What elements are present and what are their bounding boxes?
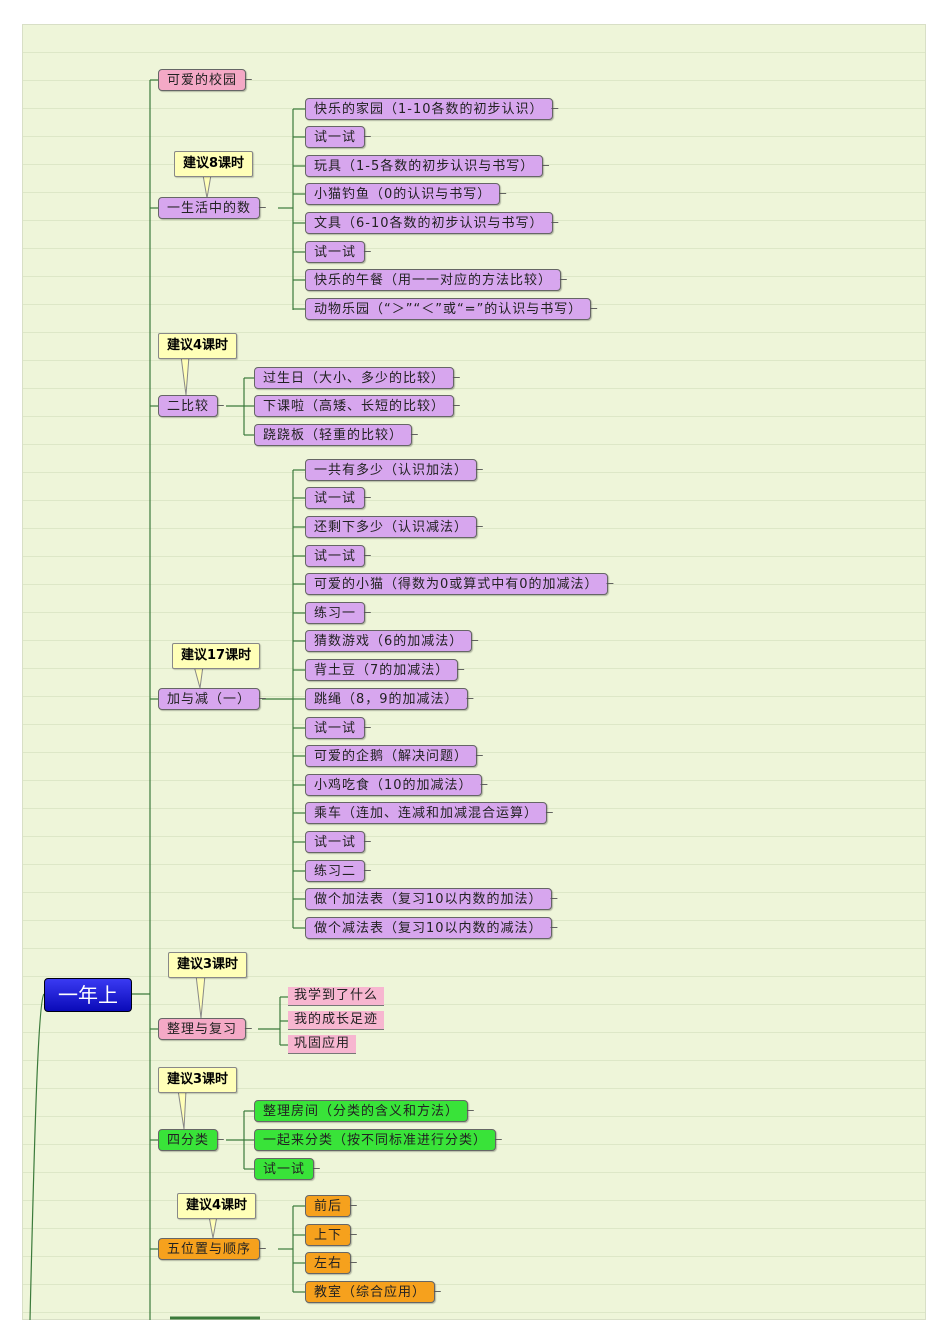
chapter-4-node[interactable]: 整理与复习	[158, 1018, 254, 1040]
note-hours-ch3: 建议17课时	[172, 643, 261, 669]
chapter-6-node[interactable]: 五位置与顺序	[158, 1238, 268, 1260]
chapter-5-node[interactable]: 四分类	[158, 1129, 226, 1151]
ch3-item[interactable]: 小鸡吃食（10的加减法）	[305, 774, 489, 796]
ch1-item[interactable]: 动物乐园（“＞”“＜”或“=”的认识与书写）	[305, 298, 600, 320]
ch3-item[interactable]: 一共有多少（认识加法）	[305, 459, 485, 481]
ch3-item[interactable]: 试一试	[305, 545, 373, 567]
ch6-item[interactable]: 前后	[305, 1195, 359, 1217]
ch4-item[interactable]: 我的成长足迹	[288, 1011, 385, 1030]
chapter-1-node[interactable]: 一生活中的数	[158, 197, 268, 219]
ch3-item[interactable]: 乘车（连加、连减和加减混合运算）	[305, 802, 555, 824]
ch3-item[interactable]: 猜数游戏（6的加减法）	[305, 630, 481, 652]
ch4-item[interactable]: 我学到了什么	[288, 987, 385, 1006]
ch3-item[interactable]: 还剩下多少（认识减法）	[305, 516, 485, 538]
ch4-item[interactable]: 巩固应用	[288, 1035, 357, 1054]
node-lovely-campus[interactable]: 可爱的校园	[158, 69, 254, 91]
note-hours-ch5: 建议3课时	[158, 1067, 238, 1093]
ch2-item[interactable]: 过生日（大小、多少的比较）	[254, 367, 462, 389]
ch3-item[interactable]: 做个加法表（复习10以内数的加法）	[305, 888, 559, 910]
ch5-item[interactable]: 整理房间（分类的含义和方法）	[254, 1100, 476, 1122]
ch1-item[interactable]: 快乐的午餐（用一一对应的方法比较）	[305, 269, 569, 291]
note-hours-ch6: 建议4课时	[177, 1193, 257, 1219]
ch3-item[interactable]: 做个减法表（复习10以内数的减法）	[305, 917, 559, 939]
mindmap-canvas	[22, 24, 926, 1320]
ch3-item[interactable]: 可爱的企鹅（解决问题）	[305, 745, 485, 767]
ch6-item[interactable]: 上下	[305, 1224, 359, 1246]
chapter-2-node[interactable]: 二比较	[158, 395, 226, 417]
ch5-item[interactable]: 一起来分类（按不同标准进行分类）	[254, 1129, 504, 1151]
note-hours-ch2: 建议4课时	[158, 333, 238, 359]
ch3-item[interactable]: 试一试	[305, 717, 373, 739]
ch6-item[interactable]: 左右	[305, 1252, 359, 1274]
note-hours-ch4: 建议3课时	[168, 952, 248, 978]
ch3-item[interactable]: 背土豆（7的加减法）	[305, 659, 467, 681]
ch3-item[interactable]: 练习二	[305, 860, 373, 882]
ch1-item[interactable]: 试一试	[305, 126, 373, 148]
ch2-item[interactable]: 跷跷板（轻重的比较）	[254, 424, 420, 446]
ch1-item[interactable]: 文具（6-10各数的初步认识与书写）	[305, 212, 560, 234]
ch5-item[interactable]: 试一试	[254, 1158, 322, 1180]
chapter-3-node[interactable]: 加与减（一）	[158, 688, 268, 710]
ch1-item[interactable]: 快乐的家园（1-10各数的初步认识）	[305, 98, 560, 120]
ch3-item[interactable]: 跳绳（8，9的加减法）	[305, 688, 475, 710]
note-hours-ch1: 建议8课时	[174, 151, 254, 177]
ch3-item[interactable]: 试一试	[305, 487, 373, 509]
ch2-item[interactable]: 下课啦（高矮、长短的比较）	[254, 395, 462, 417]
ch1-item[interactable]: 试一试	[305, 241, 373, 263]
ch3-item[interactable]: 试一试	[305, 831, 373, 853]
ch6-item[interactable]: 教室（综合应用）	[305, 1281, 443, 1303]
ch1-item[interactable]: 玩具（1-5各数的初步认识与书写）	[305, 155, 551, 177]
root-node[interactable]: 一年上	[44, 978, 132, 1012]
ch3-item[interactable]: 练习一	[305, 602, 373, 624]
ch1-item[interactable]: 小猫钓鱼（0的认识与书写）	[305, 183, 509, 205]
ch3-item[interactable]: 可爱的小猫（得数为0或算式中有0的加减法）	[305, 573, 615, 595]
